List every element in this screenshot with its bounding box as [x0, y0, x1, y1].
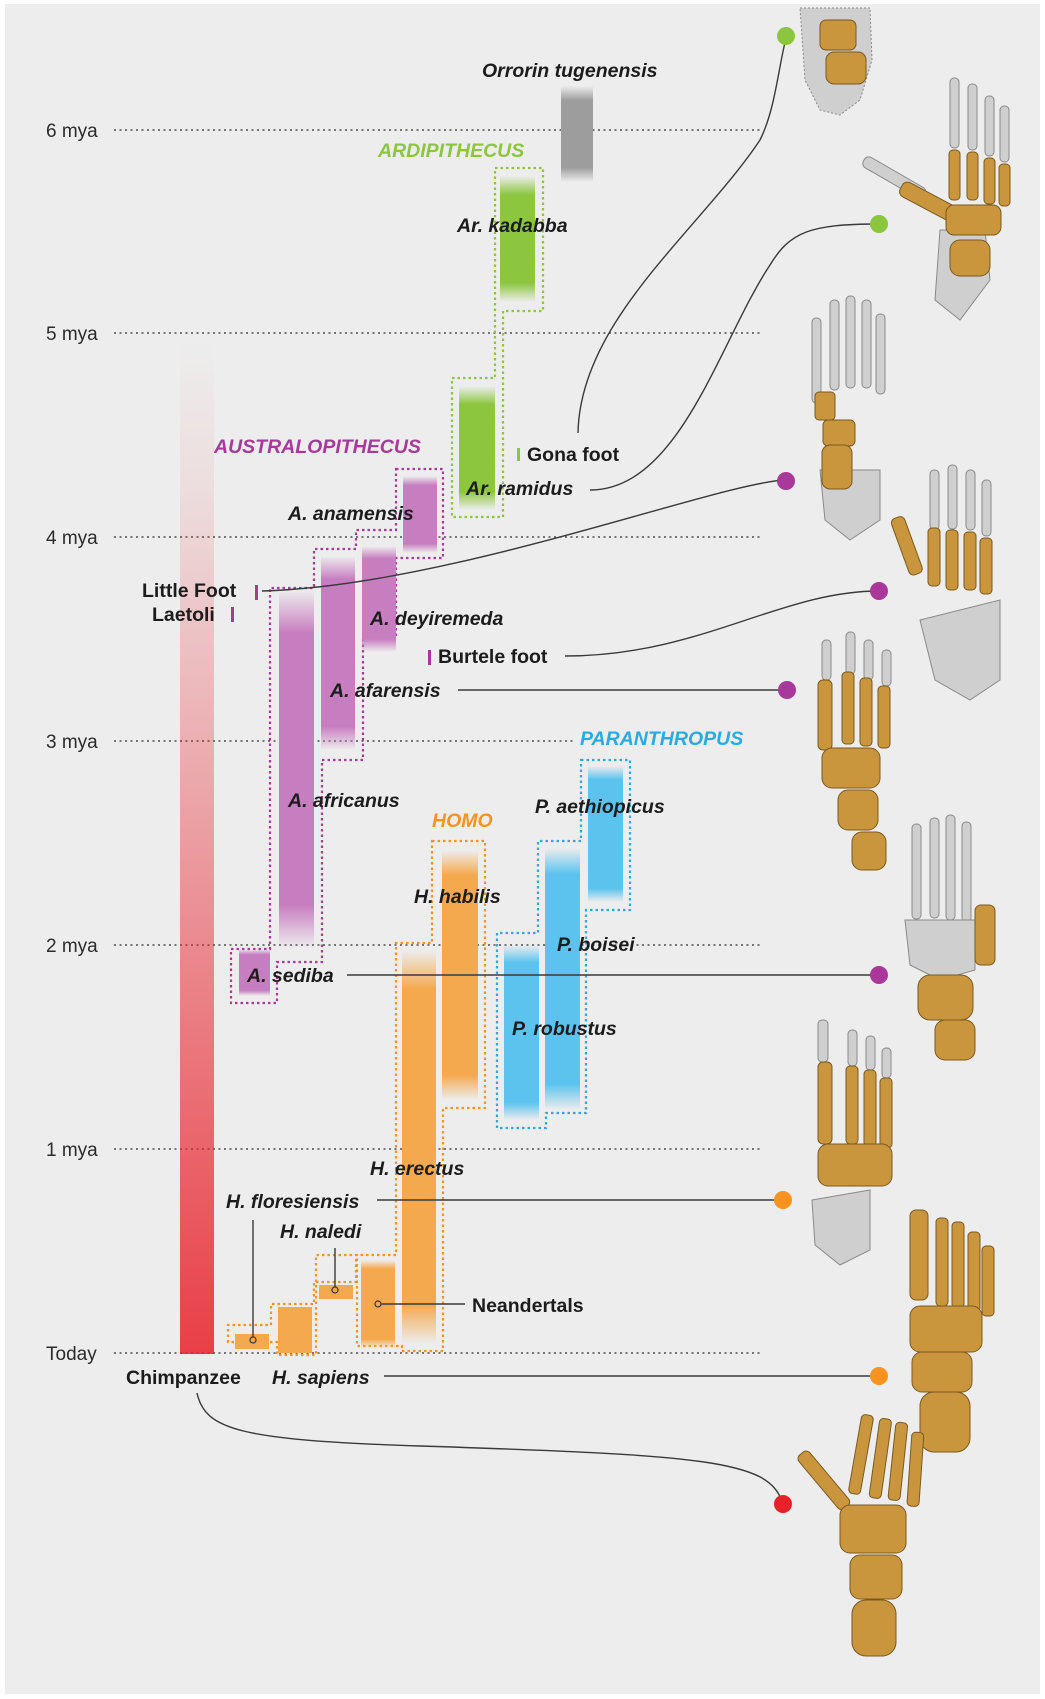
bar-h-erectus [402, 950, 436, 1344]
bar-ar-kadabba [500, 176, 535, 302]
dot-afarensis-foot [778, 681, 796, 699]
label-ar-ramidus: Ar. ramidus [465, 478, 573, 500]
axis-label-4mya: 4 mya [46, 528, 98, 549]
dot-sediba-foot [870, 966, 888, 984]
axis-label-today: Today [46, 1344, 97, 1365]
bar-p-aethiopicus [588, 766, 623, 902]
axis-label-1mya: 1 mya [46, 1140, 98, 1161]
bar-orrorin [561, 86, 593, 182]
label-a-sediba: A. sediba [246, 965, 334, 987]
label-h-habilis: H. habilis [414, 886, 501, 908]
label-a-deyiremeda: A. deyiremeda [369, 608, 503, 630]
label-laetoli: Laetoli [152, 604, 215, 626]
dot-burtele-foot [870, 582, 888, 600]
label-a-afarensis: A. afarensis [329, 680, 441, 702]
label-h-naledi: H. naledi [280, 1221, 362, 1243]
dot-orrorin-foot [777, 27, 795, 45]
bar-chimpanzee [180, 340, 214, 1354]
dot-floresiensis-foot [774, 1191, 792, 1209]
dot-sapiens-foot [870, 1367, 888, 1385]
marker-gona-foot [517, 448, 520, 461]
label-chimpanzee: Chimpanzee [126, 1367, 241, 1389]
label-orrorin: Orrorin tugenensis [482, 60, 658, 82]
genus-label-homo: HOMO [432, 810, 493, 832]
label-ar-kadabba: Ar. kadabba [456, 215, 568, 237]
label-a-anamensis: A. anamensis [287, 503, 414, 525]
label-p-aethiopicus: P. aethiopicus [535, 796, 665, 818]
genus-label-paranthropus: PARANTHROPUS [580, 728, 743, 750]
label-h-floresiensis: H. floresiensis [226, 1191, 359, 1213]
dot-ramidus-foot [870, 215, 888, 233]
label-little-foot: Little Foot [142, 580, 237, 602]
marker-little-foot [255, 585, 258, 600]
label-a-africanus: A. africanus [287, 790, 400, 812]
bar-p-boisei [545, 848, 580, 1110]
axis-label-2mya: 2 mya [46, 936, 98, 957]
dot-little-foot [777, 472, 795, 490]
label-h-erectus: H. erectus [370, 1158, 464, 1180]
label-neandertals: Neandertals [472, 1295, 584, 1317]
label-p-robustus: P. robustus [512, 1018, 617, 1040]
label-p-boisei: P. boisei [557, 934, 635, 956]
label-burtele-foot: Burtele foot [438, 646, 548, 668]
dot-chimp-foot [774, 1495, 792, 1513]
bar-h-floresiensis [235, 1334, 269, 1349]
marker-burtele-foot [428, 650, 431, 665]
bar-a-deyiremeda [362, 546, 396, 652]
axis-label-6mya: 6 mya [46, 121, 98, 142]
genus-label-ardipithecus: ARDIPITHECUS [377, 140, 524, 162]
label-h-sapiens: H. sapiens [272, 1367, 370, 1389]
marker-laetoli [231, 607, 234, 622]
axis-label-3mya: 3 mya [46, 732, 98, 753]
genus-label-australopithecus: AUSTRALOPITHECUS [213, 436, 421, 458]
bar-h-sapiens [278, 1307, 312, 1353]
bar-a-africanus [279, 590, 314, 948]
label-gona-foot: Gona foot [527, 444, 620, 466]
axis-label-5mya: 5 mya [46, 324, 98, 345]
